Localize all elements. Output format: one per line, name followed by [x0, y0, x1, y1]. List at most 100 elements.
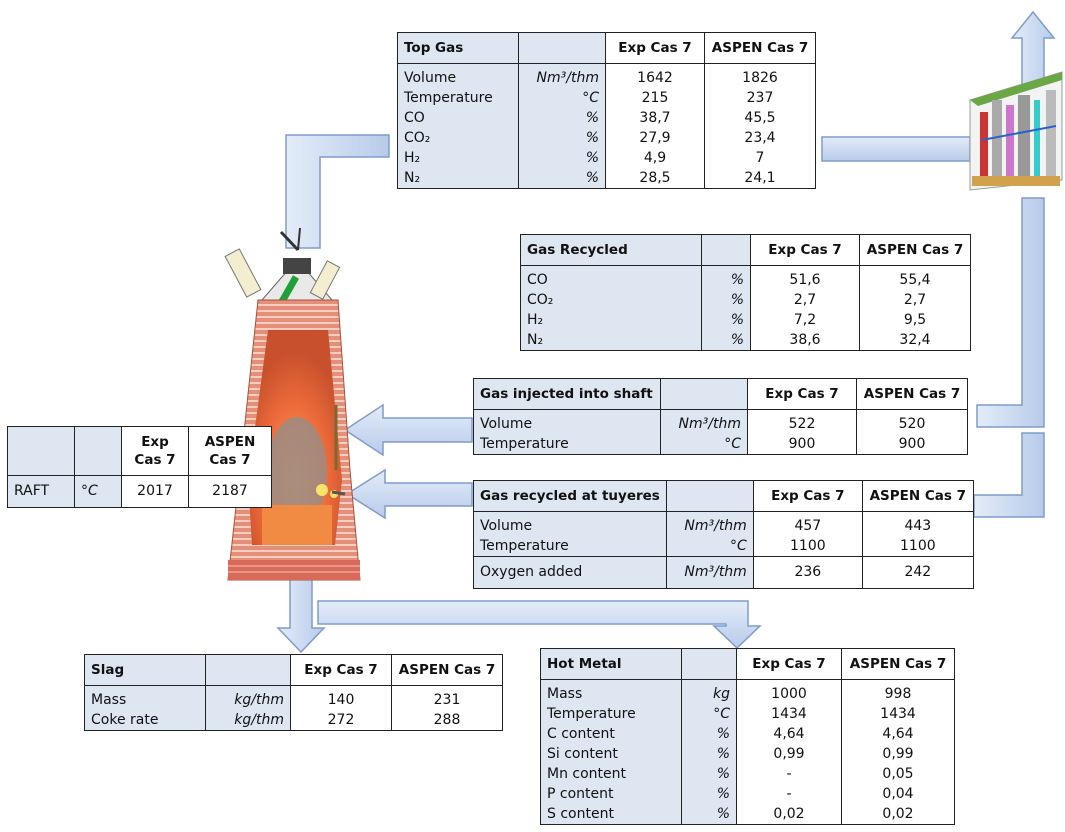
- gas-injected-title: Gas injected into shaft: [473, 378, 661, 410]
- row-unit: %: [518, 168, 606, 189]
- row-exp: 522: [747, 414, 857, 434]
- row-aspen: 23,4: [704, 128, 816, 148]
- row-label: H₂: [520, 310, 702, 330]
- top-gas-col-aspen: ASPEN Cas 7: [704, 32, 816, 64]
- row-exp: -: [736, 784, 842, 804]
- row-exp: 28,5: [605, 168, 705, 189]
- row-exp: 51,6: [750, 270, 860, 290]
- gas-recycled-col-aspen: ASPEN Cas 7: [859, 234, 971, 266]
- row-label: N₂: [520, 330, 702, 351]
- gas-injected-col-aspen: ASPEN Cas 7: [856, 378, 968, 410]
- row-aspen: 1100: [861, 536, 974, 557]
- row-aspen: 900: [856, 434, 968, 455]
- row-label: Temperature: [473, 536, 667, 557]
- recycle-pipe-tuyeres: [973, 432, 1045, 518]
- row-unit: %: [518, 128, 606, 148]
- row-exp: 457: [752, 516, 863, 536]
- row-exp: 0,99: [736, 744, 842, 764]
- slag-col-exp: Exp Cas 7: [290, 654, 392, 686]
- slag-col-aspen: ASPEN Cas 7: [391, 654, 503, 686]
- row-label: CO₂: [397, 128, 519, 148]
- row-unit: %: [681, 804, 737, 825]
- row-aspen: 45,5: [704, 108, 816, 128]
- gas-recycled-table: Gas Recycled Exp Cas 7 ASPEN Cas 7 CO%51…: [520, 234, 971, 351]
- row-label: Volume: [397, 68, 519, 88]
- gas-treatment-plant-illustration: [969, 71, 1063, 191]
- raft-unit: °C: [74, 475, 122, 508]
- row-exp: -: [736, 764, 842, 784]
- row-exp: 4,64: [736, 724, 842, 744]
- row-exp: 4,9: [605, 148, 705, 168]
- row-unit: °C: [660, 434, 748, 455]
- row-aspen: 998: [841, 684, 955, 704]
- row-exp: 272: [290, 710, 392, 731]
- gas-recycled-title: Gas Recycled: [520, 234, 702, 266]
- row-aspen: 443: [861, 516, 974, 536]
- gas-injected-shaft-table: Gas injected into shaft Exp Cas 7 ASPEN …: [473, 378, 968, 455]
- row-exp: 27,9: [605, 128, 705, 148]
- tuyere-injection-arrow: [345, 468, 473, 520]
- row-label: Volume: [473, 414, 661, 434]
- top-gas-col-exp: Exp Cas 7: [605, 32, 705, 64]
- row-aspen: 0,05: [841, 764, 955, 784]
- row-aspen: 1826: [704, 68, 816, 88]
- row-exp: 1434: [736, 704, 842, 724]
- recycle-pipe-shaft: [976, 197, 1045, 428]
- row-label: Temperature: [540, 704, 682, 724]
- row-label: Mass: [84, 690, 206, 710]
- row-label: Si content: [540, 744, 682, 764]
- row-unit: Nm³/thm: [665, 556, 754, 589]
- row-unit: kg/thm: [205, 710, 291, 731]
- row-unit: °C: [681, 704, 737, 724]
- row-unit: %: [681, 724, 737, 744]
- row-aspen: 0,99: [841, 744, 955, 764]
- row-exp: 140: [290, 690, 392, 710]
- hot-metal-col-aspen: ASPEN Cas 7: [841, 648, 955, 680]
- hot-metal-col-exp: Exp Cas 7: [736, 648, 842, 680]
- row-unit: %: [518, 108, 606, 128]
- row-aspen: 24,1: [704, 168, 816, 189]
- row-label: CO₂: [520, 290, 702, 310]
- row-exp: 38,7: [605, 108, 705, 128]
- row-unit: %: [701, 330, 751, 351]
- row-aspen: 1434: [841, 704, 955, 724]
- slag-down-arrow: [276, 577, 326, 654]
- gas-recycled-tuyeres-table: Gas recycled at tuyeres Exp Cas 7 ASPEN …: [473, 480, 974, 589]
- raft-exp: 2017: [121, 475, 189, 508]
- row-label: Temperature: [397, 88, 519, 108]
- row-unit: %: [701, 270, 751, 290]
- row-unit: %: [681, 764, 737, 784]
- table-row: P content%-0,04: [540, 784, 955, 804]
- row-label: N₂: [397, 168, 519, 189]
- row-exp: 1000: [736, 684, 842, 704]
- row-aspen: 520: [856, 414, 968, 434]
- to-plant-arrow: [821, 136, 971, 162]
- row-aspen: 288: [391, 710, 503, 731]
- gas-recycled-col-exp: Exp Cas 7: [750, 234, 860, 266]
- table-row: RAFT °C 2017 2187: [7, 475, 272, 508]
- row-label: Mn content: [540, 764, 682, 784]
- row-unit: Nm³/thm: [660, 414, 748, 434]
- row-exp: 215: [605, 88, 705, 108]
- row-unit: °C: [518, 88, 606, 108]
- row-exp: 0,02: [736, 804, 842, 825]
- row-unit: kg: [681, 684, 737, 704]
- row-exp: 900: [747, 434, 857, 455]
